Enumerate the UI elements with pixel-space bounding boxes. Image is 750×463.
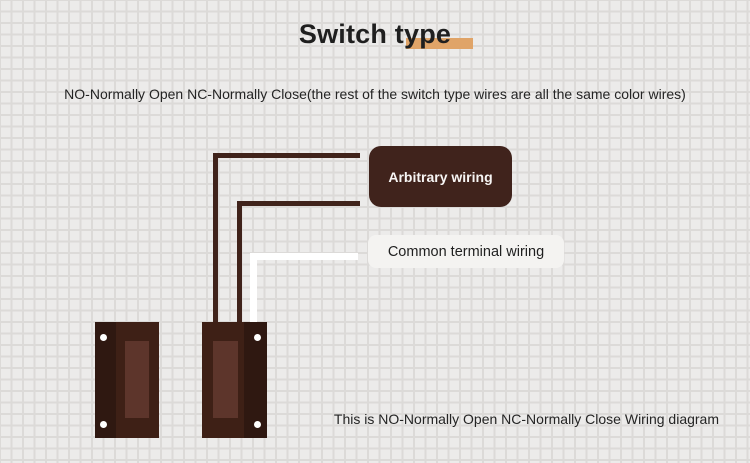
left-switch-mount-panel <box>95 322 116 438</box>
common-terminal-wire-vertical <box>250 253 257 322</box>
arbitrary-wire-top-horizontal <box>213 153 360 158</box>
common-terminal-wiring-label: Common terminal wiring <box>368 235 564 268</box>
screw-hole-icon <box>254 334 261 341</box>
arbitrary-wire-top-vertical <box>213 153 218 322</box>
title-highlight-bar <box>406 38 473 49</box>
right-switch <box>202 322 267 438</box>
page-title: Switch type <box>298 19 452 49</box>
subtitle-text: NO-Normally Open NC-Normally Close(the r… <box>64 86 686 102</box>
right-switch-mount-panel <box>244 322 267 438</box>
arbitrary-wiring-label-text: Arbitrary wiring <box>388 168 493 185</box>
screw-hole-icon <box>100 334 107 341</box>
screw-hole-icon <box>254 421 261 428</box>
common-terminal-wiring-label-text: Common terminal wiring <box>387 243 545 260</box>
right-switch-slot <box>213 341 238 418</box>
arbitrary-wire-bottom-horizontal <box>237 201 360 206</box>
left-switch <box>95 322 159 438</box>
arbitrary-wire-bottom-vertical <box>237 201 242 322</box>
footnote-text: This is NO-Normally Open NC-Normally Clo… <box>333 411 719 427</box>
arbitrary-wiring-label: Arbitrary wiring <box>369 146 512 207</box>
left-switch-slot <box>125 341 149 418</box>
screw-hole-icon <box>100 421 107 428</box>
common-terminal-wire-horizontal <box>250 253 358 260</box>
